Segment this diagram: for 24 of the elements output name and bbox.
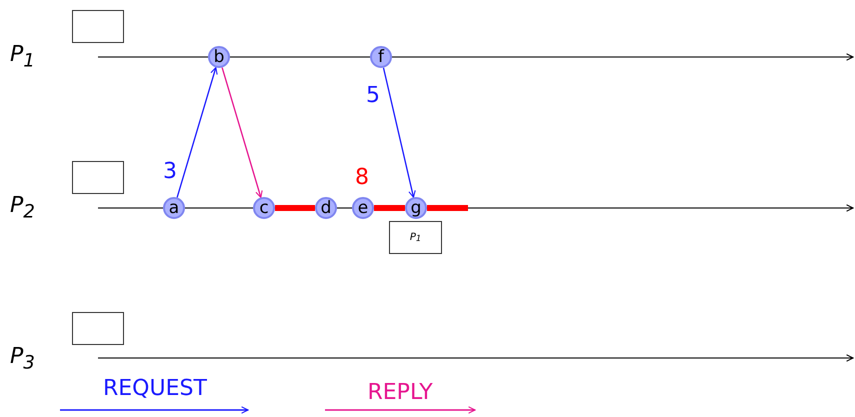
legend-label: REQUEST	[103, 378, 207, 400]
process-label: P$_{2}$	[10, 194, 35, 222]
message-arrow	[176, 67, 218, 198]
message-arrow	[382, 68, 416, 198]
highlight-bar	[275, 205, 315, 211]
highlight-bar	[374, 205, 405, 211]
legend-label: REPLY	[368, 382, 433, 404]
edge-label: 5	[366, 85, 380, 107]
process-label: P$_{1}$	[10, 44, 35, 70]
edge-label: 3	[163, 161, 177, 183]
event-circle: c	[253, 197, 275, 219]
event-circle: g	[405, 197, 427, 219]
message-arrow	[222, 67, 263, 198]
weight-label: 8	[355, 167, 369, 189]
empty-box	[72, 312, 124, 345]
process-label: P$_{3}$	[10, 346, 35, 372]
event-circle: a	[163, 197, 185, 219]
event-circle: b	[208, 46, 230, 68]
event-circle: f	[370, 46, 392, 68]
event-circle: e	[352, 197, 374, 219]
highlight-bar	[427, 205, 468, 211]
empty-box	[72, 10, 124, 43]
event-circle: d	[315, 197, 337, 219]
empty-box	[72, 161, 124, 194]
